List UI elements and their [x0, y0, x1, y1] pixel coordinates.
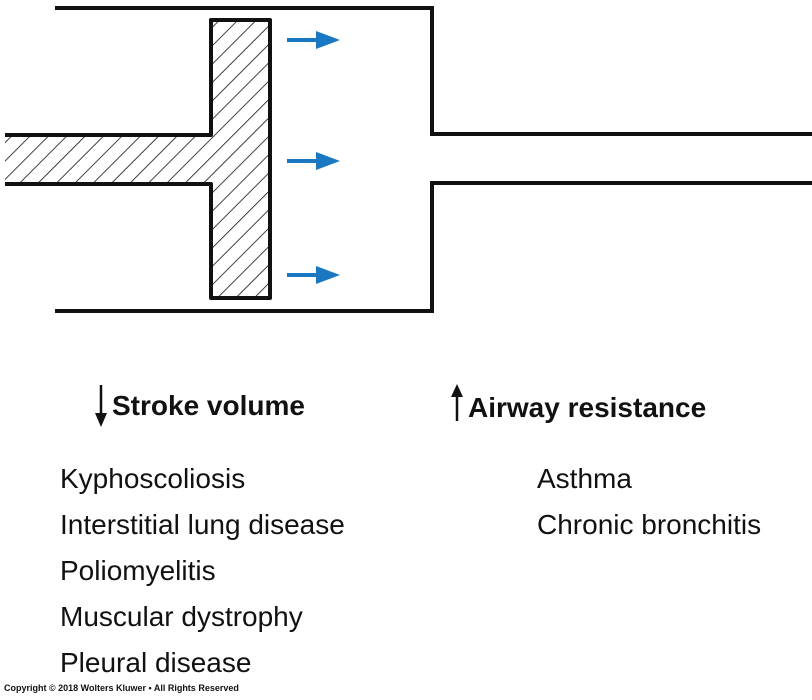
flow-arrow-icon [287, 31, 340, 49]
list-item: Pleural disease [60, 647, 252, 678]
list-item: Kyphoscoliosis [60, 463, 246, 494]
copyright-notice: Copyright © 2018 Wolters Kluwer • All Ri… [4, 683, 239, 693]
list-item: Chronic bronchitis [537, 509, 762, 540]
flow-arrow-icon [287, 152, 340, 170]
piston-syringe-diagram [5, 6, 812, 313]
piston-plunger [5, 18, 272, 300]
down-arrow-icon [95, 385, 107, 427]
list-item: Interstitial lung disease [60, 509, 345, 540]
list-item: Asthma [537, 463, 632, 494]
up-arrow-icon [451, 384, 463, 421]
stroke-volume-label: Stroke volume [112, 390, 305, 421]
airway-resistance-heading: Airway resistance [450, 383, 706, 424]
airway-resistance-conditions-list: Asthma Chronic bronchitis [537, 456, 761, 548]
stroke-volume-conditions-list: Kyphoscoliosis Interstitial lung disease… [60, 456, 345, 686]
airway-resistance-label: Airway resistance [468, 392, 707, 423]
cylinder-outline [55, 6, 812, 313]
list-item: Poliomyelitis [60, 555, 216, 586]
flow-arrow-icon [287, 266, 340, 284]
list-item: Muscular dystrophy [60, 601, 303, 632]
stroke-volume-heading: Stroke volume [94, 383, 305, 429]
